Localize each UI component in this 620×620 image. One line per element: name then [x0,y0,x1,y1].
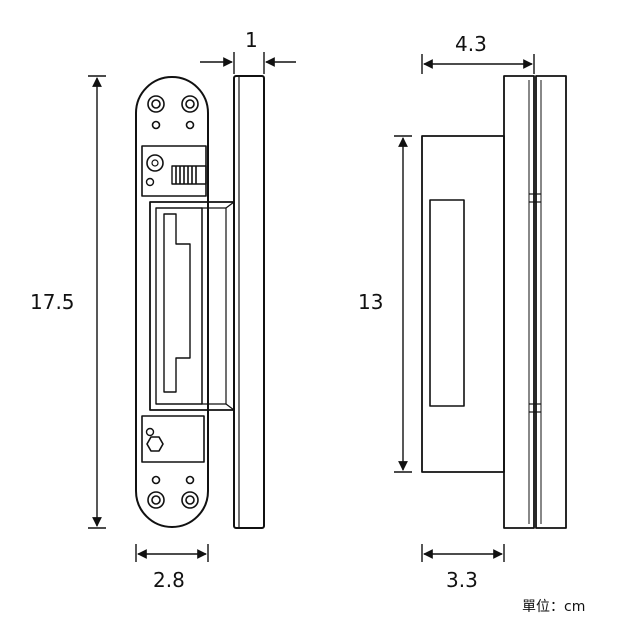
dim-line-side-depth [421,54,535,74]
side-plate-left [503,75,535,529]
dim-line-body-width [135,544,209,562]
dim-line-thickness [200,52,296,74]
hex-nut-icon [146,436,164,452]
adjust-screw [171,165,207,185]
hinge-arm [149,201,235,411]
hinge-body-outline [135,76,209,528]
side-plate-right [535,75,567,529]
screw-holes-bottom [147,475,199,509]
front-view [88,52,296,562]
dim-line-total-height [88,75,106,529]
dim-label-body-depth: 3.3 [446,568,478,592]
dim-label-thickness: 1 [245,28,258,52]
unit-label: 單位：cm [522,599,586,615]
dim-line-body-depth [421,544,505,562]
lower-block [141,415,205,463]
screw-holes-top [147,95,199,130]
dim-line-body-height [394,135,412,473]
side-slot [429,199,465,407]
dim-label-body-height: 13 [358,290,384,314]
dim-label-side-depth: 4.3 [455,32,487,56]
dim-label-body-width: 2.8 [153,568,185,592]
side-body-outline [421,135,505,473]
adjust-gear-icon [146,154,164,172]
side-view [394,54,567,562]
dim-label-total-height: 17.5 [30,290,75,314]
